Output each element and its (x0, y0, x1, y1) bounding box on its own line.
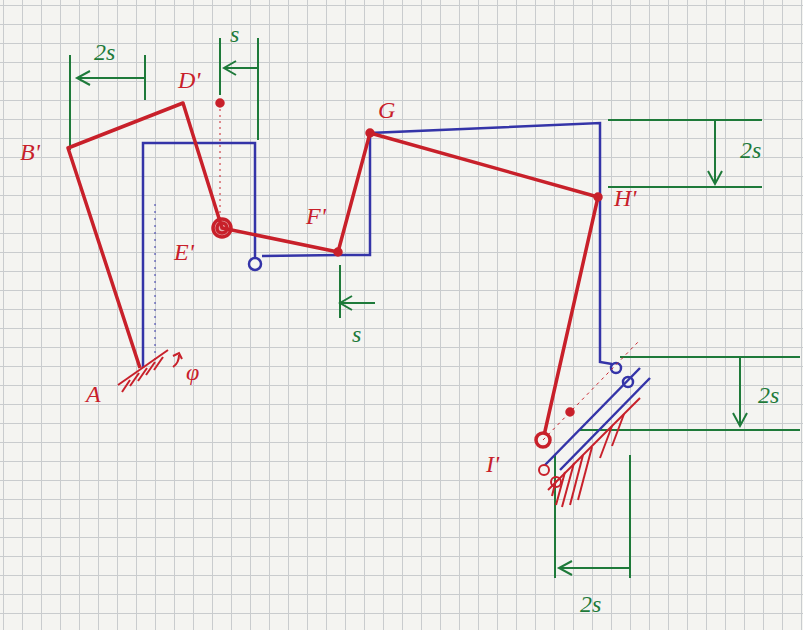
point-label: E' (172, 240, 196, 264)
dimension-label: 2s (756, 383, 781, 407)
point-label: H' (612, 186, 638, 210)
displaced-structure (68, 100, 640, 447)
point-label: F' (304, 204, 328, 228)
dimension-label: s (350, 322, 363, 346)
supports (118, 350, 640, 507)
dimension-label: 2s (738, 138, 763, 162)
dimension-lines (70, 38, 800, 578)
dimension-label: s (228, 22, 241, 46)
point-label: D' (176, 68, 202, 92)
point-label: A (84, 382, 103, 406)
angle-label: φ (184, 360, 201, 384)
point-label: G (376, 98, 397, 122)
point-label: I' (484, 452, 501, 476)
dimension-label: 2s (92, 40, 117, 64)
point-label: B' (18, 140, 42, 164)
dimension-label: 2s (578, 592, 603, 616)
